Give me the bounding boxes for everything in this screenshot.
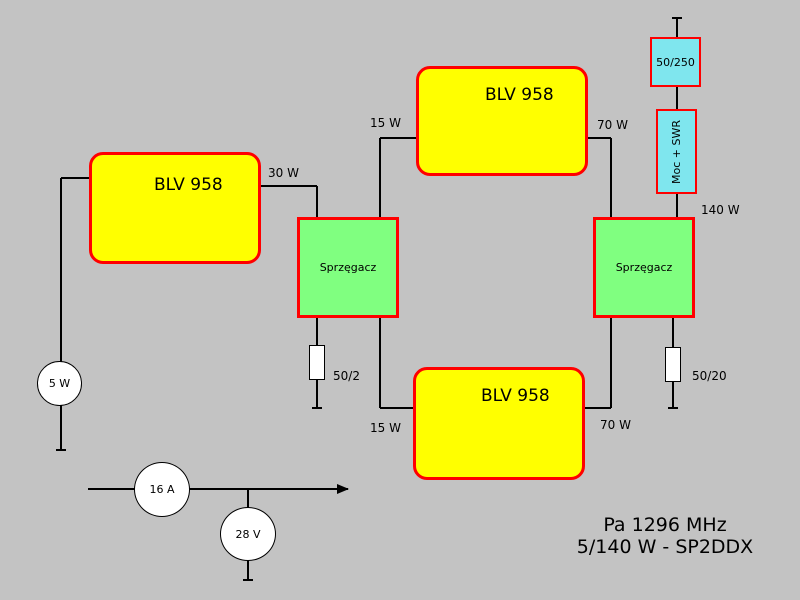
input-power-meter: 5 W <box>37 361 82 406</box>
title-line-1: Pa 1296 MHz <box>603 514 727 536</box>
title-line-2: 5/140 W - SP2DDX <box>576 536 754 558</box>
power-label-combined: 140 W <box>701 203 740 217</box>
resistor-left-label: 50/2 <box>333 369 360 383</box>
input-power-meter-label: 5 W <box>48 377 71 390</box>
ammeter: 16 A <box>134 462 190 517</box>
amplifier-top-label: BLV 958 <box>485 85 554 105</box>
power-label-top-out: 70 W <box>597 118 628 132</box>
power-label-bottom-out: 70 W <box>600 418 631 432</box>
ammeter-label: 16 A <box>149 483 175 496</box>
voltmeter: 28 V <box>220 507 276 561</box>
resistor-left <box>309 345 325 380</box>
resistor-right <box>665 347 681 382</box>
power-swr-meter-label: Moc + SWR <box>670 119 683 184</box>
dummy-load-label: 50/250 <box>656 55 695 69</box>
amplifier-bottom-label: BLV 958 <box>481 386 550 406</box>
dummy-load-box: 50/250 <box>650 37 701 87</box>
coupler-right-label: Sprzęgacz <box>615 261 673 274</box>
voltmeter-label: 28 V <box>235 527 261 541</box>
diagram-title: Pa 1296 MHz 5/140 W - SP2DDX <box>555 514 775 558</box>
amplifier-bottom: BLV 958 <box>413 367 585 480</box>
amplifier-top: BLV 958 <box>416 66 588 176</box>
coupler-right: Sprzęgacz <box>593 217 695 318</box>
resistor-right-label: 50/20 <box>692 369 727 383</box>
coupler-left: Sprzęgacz <box>297 217 399 318</box>
power-label-30w: 30 W <box>268 166 299 180</box>
power-label-bottom-in: 15 W <box>370 421 401 435</box>
power-swr-meter-box: Moc + SWR <box>656 109 697 194</box>
amplifier-1: BLV 958 <box>89 152 261 264</box>
power-label-top-in: 15 W <box>370 116 401 130</box>
coupler-left-label: Sprzęgacz <box>319 261 377 274</box>
amplifier-1-label: BLV 958 <box>154 175 223 195</box>
